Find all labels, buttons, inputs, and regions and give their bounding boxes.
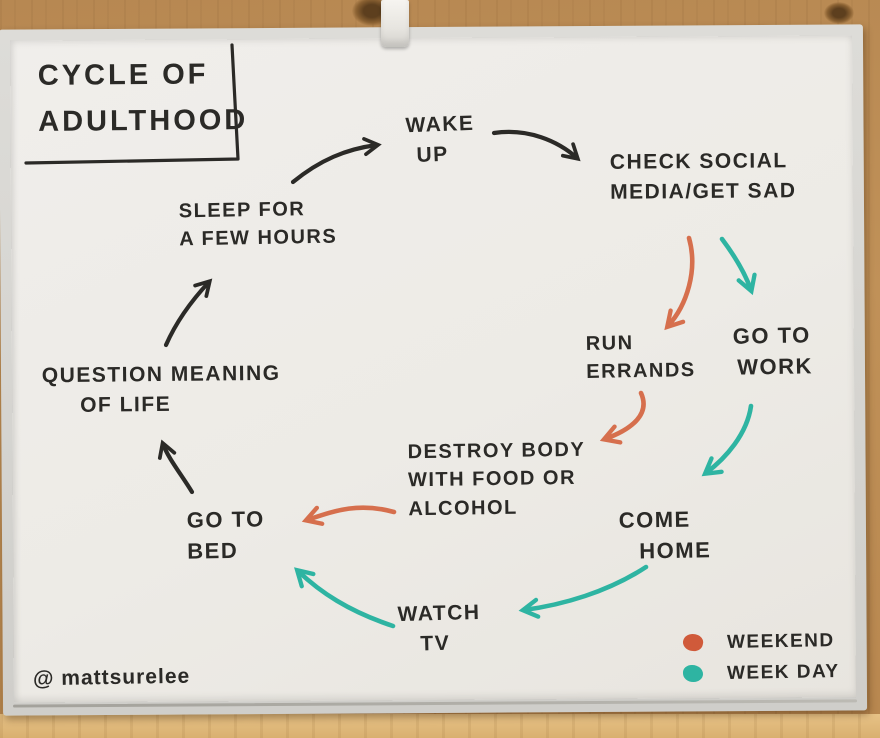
node-go-to-work: GO TO WORK xyxy=(732,322,814,380)
node-wake-up: WAKE UP xyxy=(405,111,475,167)
node-watch-tv: WATCH TV xyxy=(397,600,481,656)
legend-weekday-label: WEEK DAY xyxy=(726,661,840,684)
author-signature: @ mattsurelee xyxy=(32,664,191,691)
node-destroy-body: DESTROY BODY WITH FOOD OR ALCOHOL xyxy=(407,438,586,521)
node-sleep-for-a-few-hours: SLEEP FOR A FEW HOURS xyxy=(178,198,338,251)
wood-knot xyxy=(824,2,854,24)
node-run-errands: RUN ERRANDS xyxy=(585,332,696,384)
weekend-dot-icon xyxy=(681,631,705,653)
legend-weekend-label: WEEKEND xyxy=(726,630,835,653)
legend: WEEKEND WEEK DAY xyxy=(681,630,840,693)
hanging-clip xyxy=(381,0,409,47)
legend-row-weekday: WEEK DAY xyxy=(683,661,840,684)
node-come-home: COME HOME xyxy=(618,506,712,564)
node-check-social-media: CHECK SOCIAL MEDIA/GET SAD xyxy=(609,149,797,204)
table-surface xyxy=(0,714,880,738)
page-title: CYCLE OF ADULTHOOD xyxy=(38,51,249,146)
title-line-1: CYCLE OF xyxy=(37,58,209,92)
title-line-2: ADULTHOOD xyxy=(38,104,249,139)
weekday-dot-icon xyxy=(683,664,703,682)
legend-row-weekend: WEEKEND xyxy=(681,630,840,653)
node-go-to-bed: GO TO BED xyxy=(186,506,265,564)
node-question-meaning-of-life: QUESTION MEANING OF LIFE xyxy=(41,361,281,417)
